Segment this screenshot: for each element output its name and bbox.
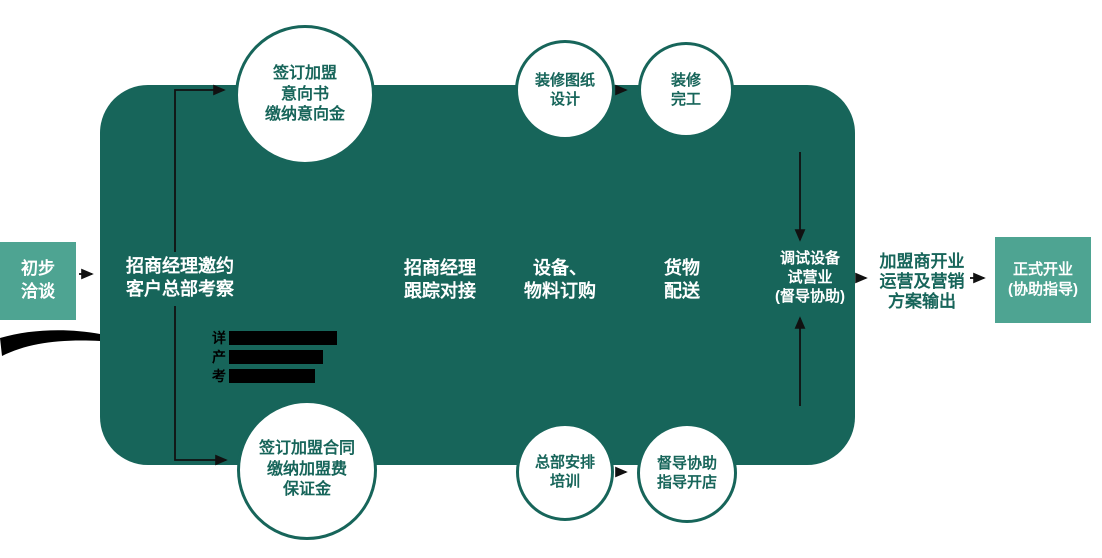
- text-line: 配送: [664, 281, 700, 302]
- text-line: 货物: [664, 258, 700, 278]
- text-line: 指导开店: [656, 474, 717, 491]
- text-line: 试营业: [787, 269, 833, 287]
- text-line: 调试设备: [779, 250, 840, 267]
- text-line: 签订加盟合同: [258, 439, 355, 457]
- final-open-box: 正式开业 (协助指导): [995, 237, 1091, 323]
- text-line: 加盟商开业: [879, 252, 965, 271]
- annotation-char: 考: [212, 367, 226, 384]
- text-line: 设备、: [533, 258, 587, 278]
- black-swoosh-shape: [0, 330, 100, 356]
- circle-renovation-complete: 装修 完工: [638, 42, 734, 138]
- step-invite-label: 招商经理邀约 客户总部考察: [110, 255, 250, 302]
- circle-sign-contract: 签订加盟合同 缴纳加盟费 保证金: [237, 400, 377, 540]
- step-ordering-label: 设备、 物料订购: [512, 257, 608, 304]
- text-line: 保证金: [282, 481, 331, 499]
- text-line: 装修: [670, 71, 701, 89]
- annotation-char: 详: [212, 329, 226, 346]
- annotation-char: 产: [212, 348, 226, 365]
- circle-opening-guidance: 督导协助 指导开店: [637, 423, 737, 523]
- step-follow-up-label: 招商经理 跟踪对接: [392, 257, 488, 304]
- text-line: (协助指导): [1008, 281, 1078, 298]
- text-line: 运营及营销: [879, 272, 965, 291]
- redacted-text-bar: [229, 368, 315, 383]
- text-line: 招商经理邀约: [126, 256, 234, 276]
- opening-plan-label: 加盟商开业 运营及营销 方案输出: [870, 252, 974, 312]
- text-line: 缴纳加盟费: [266, 460, 347, 478]
- annotation-line: 产: [212, 347, 362, 366]
- redacted-text-bar: [229, 330, 337, 345]
- text-line: 签订加盟: [272, 64, 337, 82]
- step-trial-run-label: 调试设备 试营业 (督导协助): [764, 249, 856, 307]
- text-line: 正式开业: [1012, 260, 1073, 278]
- text-line: 缴纳意向金: [264, 106, 345, 124]
- circle-renovation-design: 装修图纸 设计: [515, 40, 615, 140]
- start-box-line: 初步: [21, 259, 55, 279]
- circle-sign-intent: 签订加盟 意向书 缴纳意向金: [235, 25, 375, 165]
- text-line: 意向书: [280, 85, 329, 103]
- circle-hq-training: 总部安排 培训: [516, 423, 614, 521]
- text-line: 方案输出: [888, 292, 956, 311]
- text-line: 完工: [670, 91, 701, 108]
- text-line: 跟踪对接: [404, 281, 476, 302]
- text-line: 装修图纸: [534, 71, 595, 89]
- text-line: 物料订购: [524, 281, 596, 302]
- text-line: 设计: [549, 91, 580, 108]
- step-delivery-label: 货物 配送: [646, 257, 718, 304]
- start-box: 初步 洽谈: [0, 242, 76, 320]
- text-line: 客户总部考察: [126, 279, 234, 300]
- text-line: 招商经理: [404, 258, 476, 278]
- text-line: 培训: [549, 473, 580, 490]
- annotation-line: 考: [212, 366, 362, 385]
- redacted-text-bar: [229, 349, 323, 364]
- text-line: 总部安排: [534, 453, 595, 471]
- annotation-text: 详 产 考: [212, 328, 362, 385]
- text-line: 督导协助: [656, 454, 717, 472]
- annotation-line: 详: [212, 328, 362, 347]
- start-box-line: 洽谈: [21, 282, 55, 301]
- text-line: (督导协助): [775, 288, 845, 306]
